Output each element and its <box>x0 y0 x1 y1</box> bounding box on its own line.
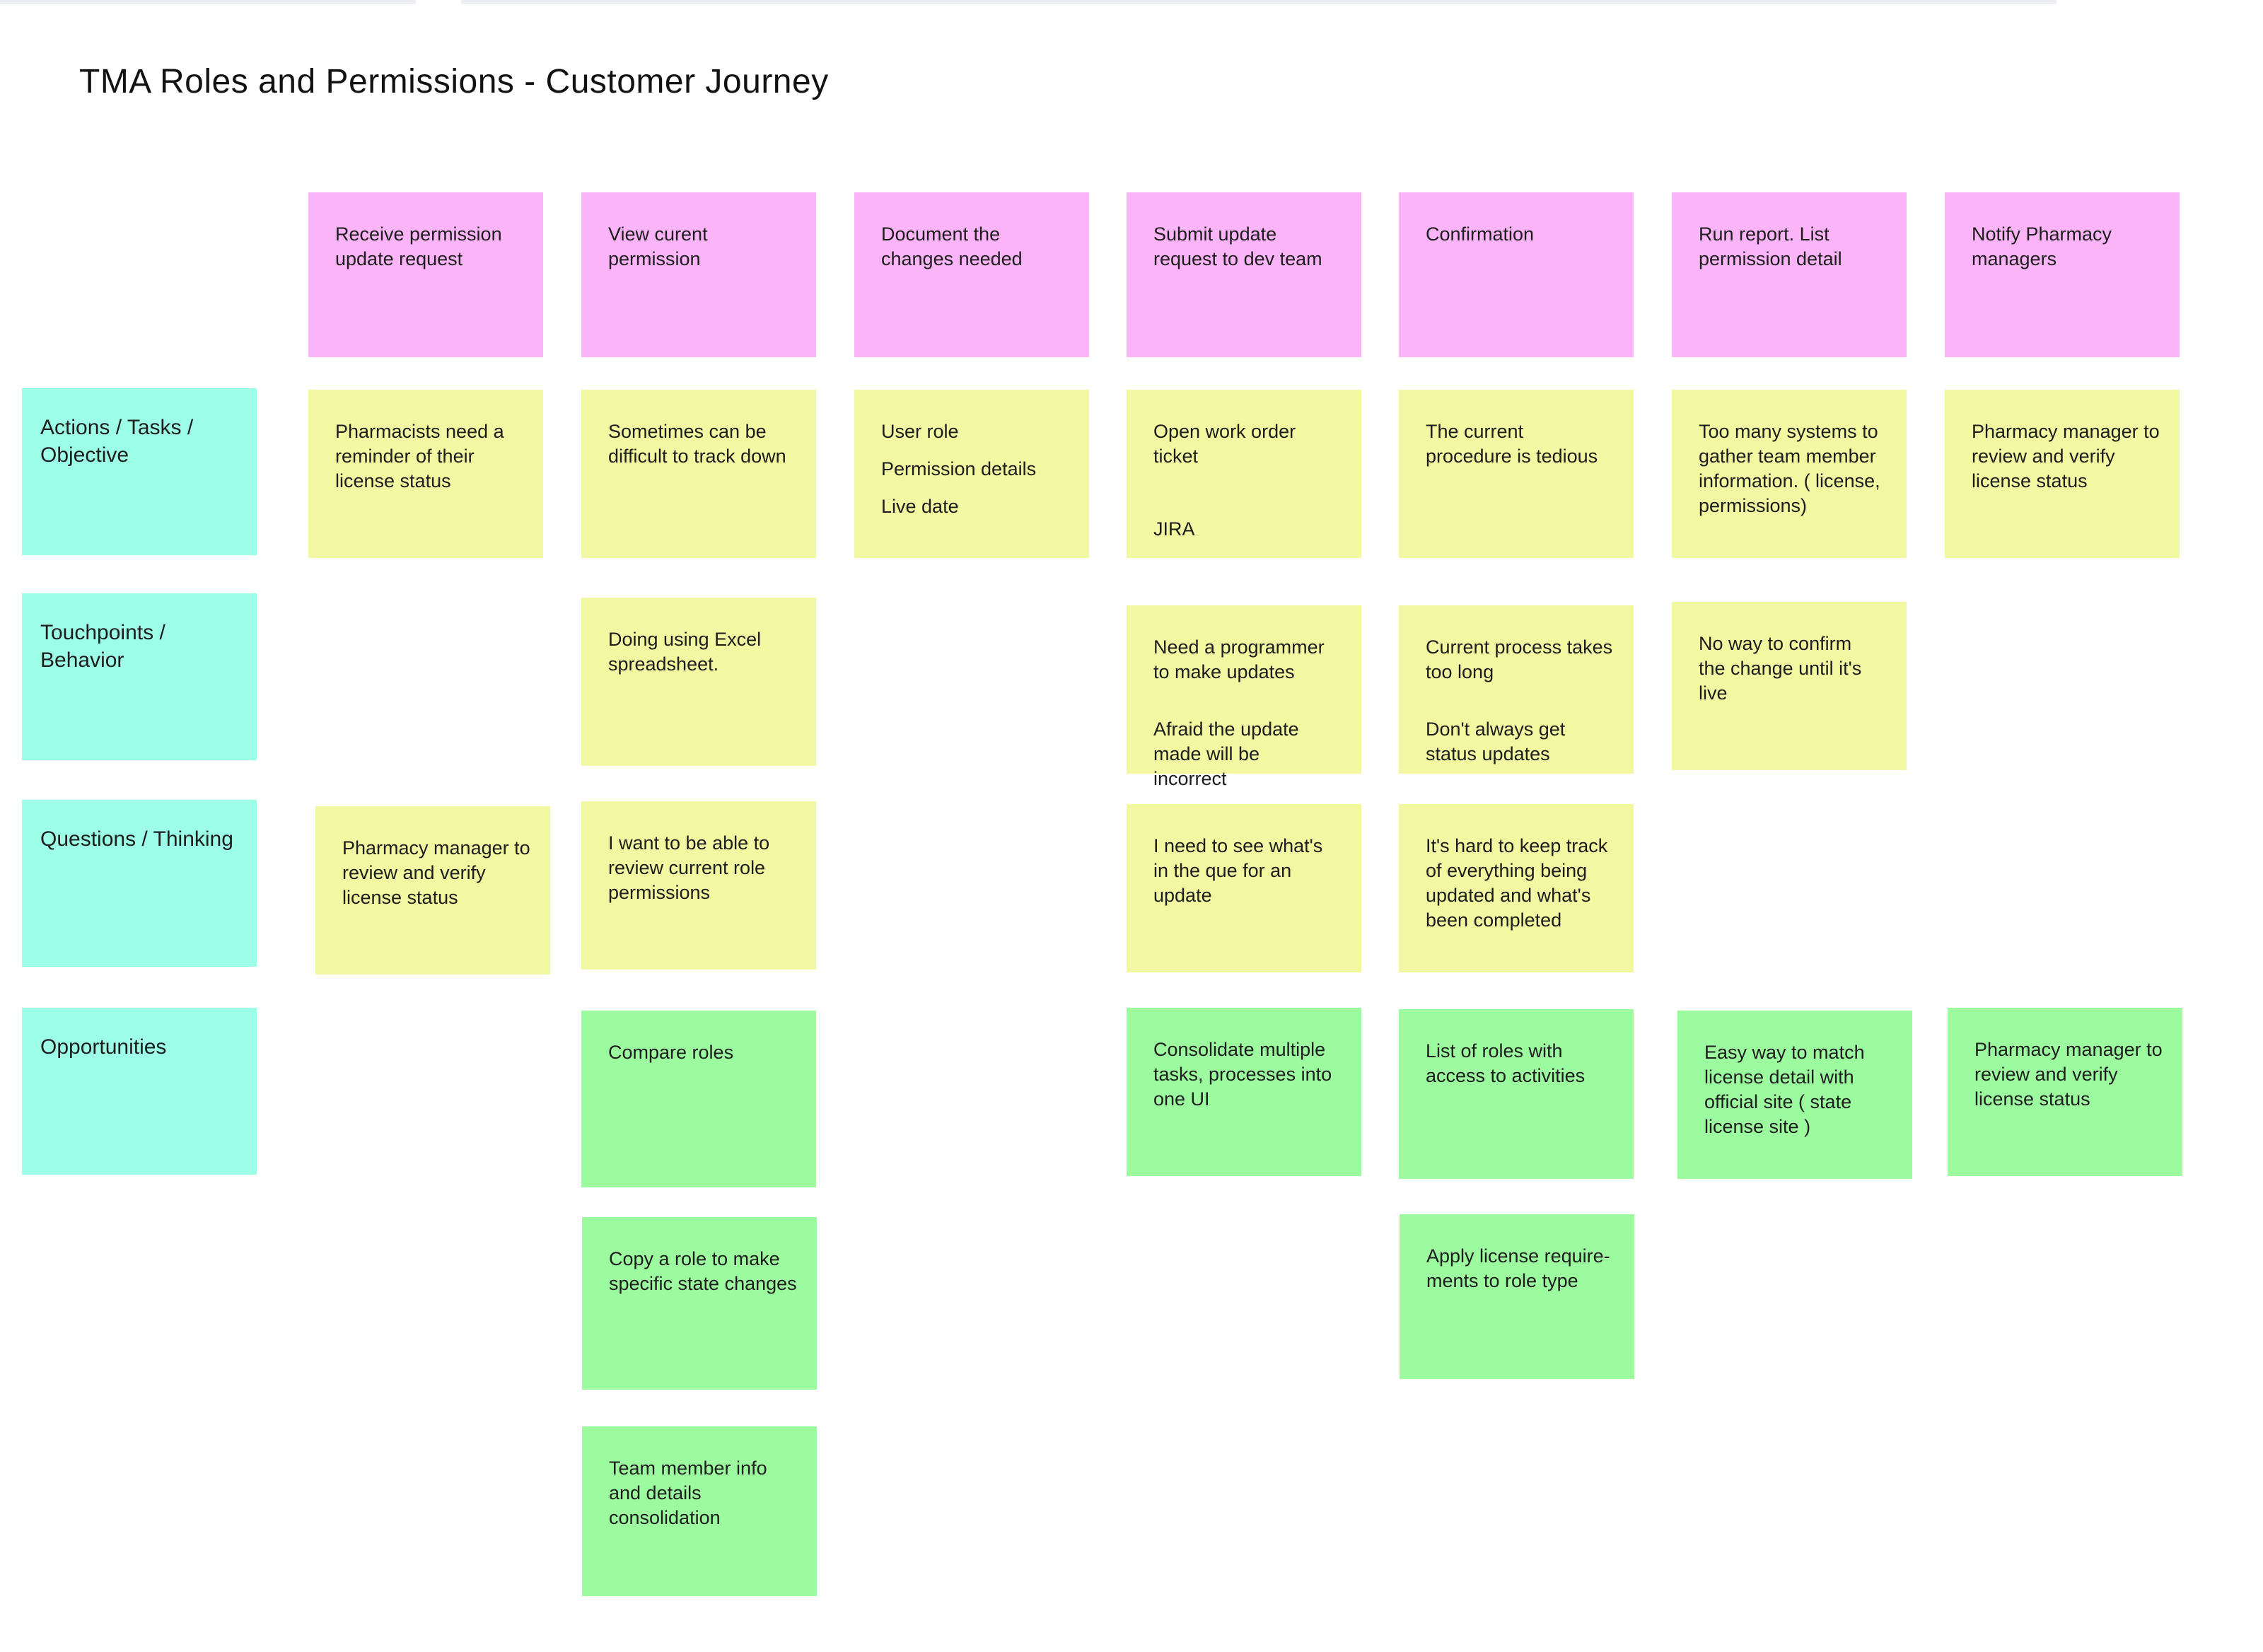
note-text: Afraid the update made will be incorrect <box>1153 719 1299 789</box>
note-text: Run report. List permission detail <box>1699 223 1842 269</box>
row-label-text: Questions / Thinking <box>40 827 233 851</box>
note-text: Permission details <box>881 458 1037 479</box>
page-title[interactable]: TMA Roles and Permissions - Customer Jou… <box>79 63 829 100</box>
note-text: The current procedure is tedious <box>1426 421 1598 467</box>
row-label-opportunities[interactable]: Opportunities <box>22 1008 257 1175</box>
note-text: Open work order ticket <box>1153 421 1296 467</box>
note-doing-using-excel[interactable]: Doing using Excel spreadsheet. <box>581 598 816 766</box>
note-text: Notify Pharmacy managers <box>1972 223 2112 269</box>
note-text: Live date <box>881 496 959 517</box>
note-text: Need a programmer to make updates <box>1153 636 1325 682</box>
note-pharmacy-manager-review-verify-2[interactable]: Pharmacy manager to review and verify li… <box>315 806 550 975</box>
note-text: Confirmation <box>1426 223 1535 245</box>
stage-document-changes-needed[interactable]: Document the changes needed <box>854 192 1089 357</box>
note-compare-roles[interactable]: Compare roles <box>581 1011 816 1187</box>
top-edge-bar-left <box>0 0 416 4</box>
note-text: No way to confirm the change until it's … <box>1699 633 1862 704</box>
note-text: JIRA <box>1153 518 1195 540</box>
note-text: Sometimes can be difficult to track down <box>608 421 786 467</box>
note-text: User role <box>881 421 959 442</box>
note-list-roles-access-activities[interactable]: List of roles with access to activities <box>1399 1009 1634 1179</box>
note-difficult-to-track-down[interactable]: Sometimes can be difficult to track down <box>581 390 816 558</box>
note-text: List of roles with access to activities <box>1426 1040 1586 1086</box>
note-text: Don't always get status updates <box>1426 719 1566 764</box>
note-consolidate-tasks-one-ui[interactable]: Consolidate multiple tasks, processes in… <box>1127 1008 1361 1176</box>
note-text: I want to be able to review current role… <box>608 832 770 903</box>
note-text: Doing using Excel spreadsheet. <box>608 629 762 675</box>
note-text: Pharmacy manager to review and verify li… <box>1972 421 2160 491</box>
stage-confirmation[interactable]: Confirmation <box>1399 192 1634 357</box>
note-too-many-systems[interactable]: Too many systems to gather team member i… <box>1672 390 1907 558</box>
note-team-member-info-consolidation[interactable]: Team member info and details consolidati… <box>582 1426 817 1596</box>
note-text: Apply license require- ments to role typ… <box>1426 1245 1610 1291</box>
note-hard-to-keep-track[interactable]: It's hard to keep track of everything be… <box>1399 804 1634 972</box>
note-text: Current process takes too long <box>1426 636 1613 682</box>
note-text: Pharmacy manager to review and verify li… <box>342 837 530 908</box>
note-text: Receive permission update request <box>335 223 502 269</box>
note-match-license-detail-official-site[interactable]: Easy way to match license detail with of… <box>1677 1011 1912 1179</box>
note-text: I need to see what's in the que for an u… <box>1153 835 1323 906</box>
top-edge-bar-right <box>461 0 2057 4</box>
note-text: Easy way to match license detail with of… <box>1704 1042 1865 1137</box>
note-want-to-review-role-permissions[interactable]: I want to be able to review current role… <box>581 801 816 970</box>
note-apply-license-requirements[interactable]: Apply license require- ments to role typ… <box>1400 1214 1634 1379</box>
note-current-procedure-tedious[interactable]: The current procedure is tedious <box>1399 390 1634 558</box>
row-label-actions-tasks-objective[interactable]: Actions / Tasks / Objective <box>22 388 257 555</box>
note-text: Pharmacy manager to review and verify li… <box>1974 1039 2163 1110</box>
note-see-whats-in-que[interactable]: I need to see what's in the que for an u… <box>1127 804 1361 972</box>
stage-view-curent-permission[interactable]: View curent permission <box>581 192 816 357</box>
note-text: Pharmacists need a reminder of their lic… <box>335 421 504 491</box>
row-label-text: Opportunities <box>40 1035 167 1059</box>
row-label-text: Touchpoints / Behavior <box>40 621 165 672</box>
note-text: Document the changes needed <box>881 223 1023 269</box>
note-pharmacists-need-reminder[interactable]: Pharmacists need a reminder of their lic… <box>308 390 543 558</box>
note-text: Team member info and details consolidati… <box>609 1458 767 1528</box>
note-text: View curent permission <box>608 223 708 269</box>
note-no-way-to-confirm-change[interactable]: No way to confirm the change until it's … <box>1672 602 1907 770</box>
note-text: Copy a role to make specific state chang… <box>609 1248 797 1294</box>
note-text: Consolidate multiple tasks, processes in… <box>1153 1039 1332 1110</box>
note-text: It's hard to keep track of everything be… <box>1426 835 1608 931</box>
note-text: Submit update request to dev team <box>1153 223 1322 269</box>
stage-notify-pharmacy-managers[interactable]: Notify Pharmacy managers <box>1945 192 2180 357</box>
row-label-questions-thinking[interactable]: Questions / Thinking <box>22 800 257 967</box>
stage-receive-permission-update-request[interactable]: Receive permission update request <box>308 192 543 357</box>
note-text: Too many systems to gather team member i… <box>1699 421 1880 516</box>
row-label-text: Actions / Tasks / Objective <box>40 416 194 467</box>
note-copy-role-state-changes[interactable]: Copy a role to make specific state chang… <box>582 1217 817 1390</box>
stage-submit-update-request[interactable]: Submit update request to dev team <box>1127 192 1361 357</box>
note-text: Compare roles <box>608 1042 734 1063</box>
note-pharmacy-manager-review-verify-3[interactable]: Pharmacy manager to review and verify li… <box>1948 1008 2182 1176</box>
row-label-touchpoints-behavior[interactable]: Touchpoints / Behavior <box>22 593 257 760</box>
note-pharmacy-manager-review-verify-1[interactable]: Pharmacy manager to review and verify li… <box>1945 390 2180 558</box>
stage-run-report-list-permission-detail[interactable]: Run report. List permission detail <box>1672 192 1907 357</box>
